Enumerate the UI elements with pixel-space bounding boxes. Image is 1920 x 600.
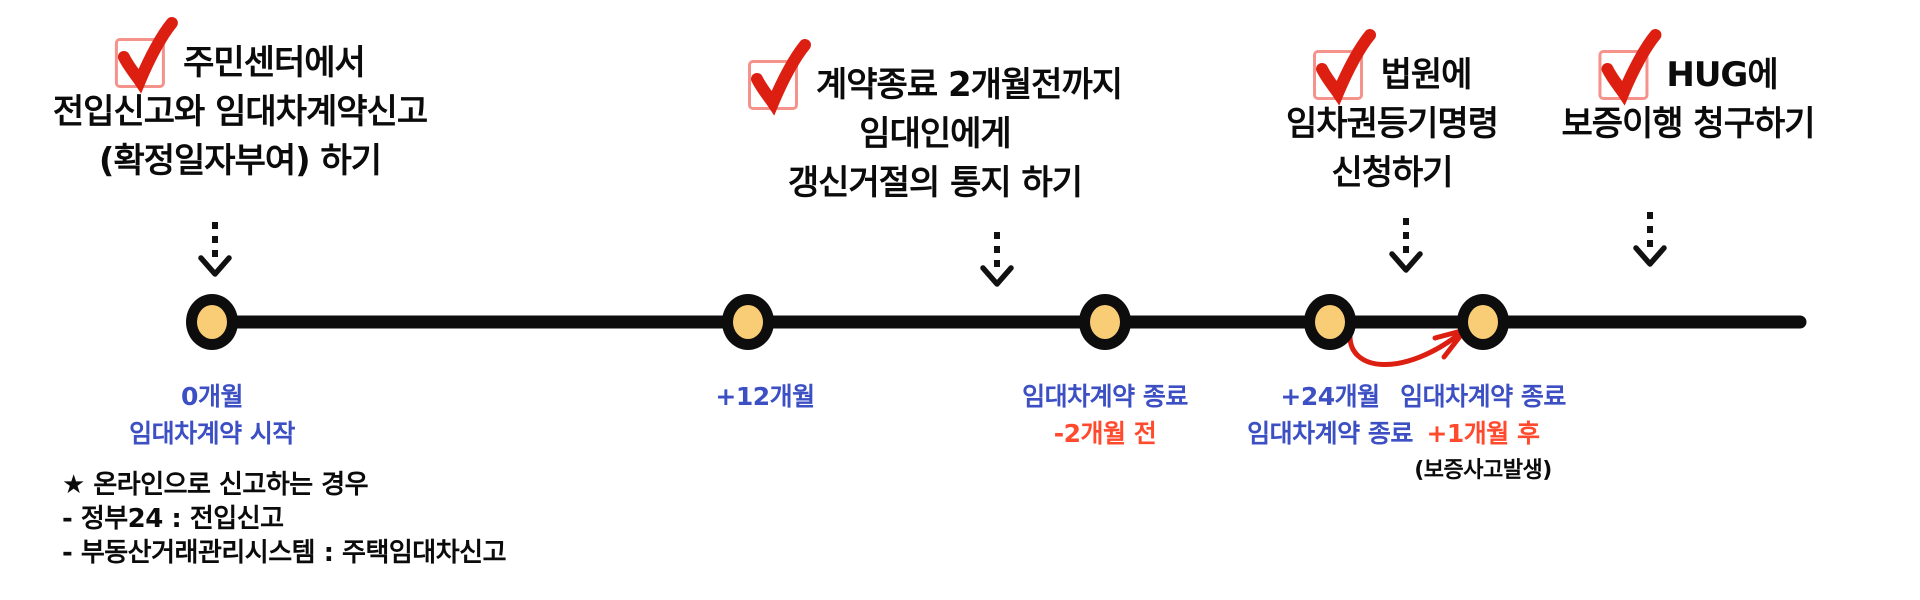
note-line-1: ★ 온라인으로 신고하는 경우 xyxy=(62,470,369,500)
checklist-2-line-3: 갱신거절의 통지 하기 xyxy=(787,163,1083,203)
node-label-3-offset: -2개월 전 xyxy=(1053,419,1157,448)
node-label-4-event: 임대차계약 종료 xyxy=(1247,419,1413,448)
checklist-block-3: 법원에 임차권등기명령 신청하기 xyxy=(1286,29,1499,198)
node-label-5-event: 임대차계약 종료 xyxy=(1400,382,1566,411)
checklist-4-line-2: 보증이행 청구하기 xyxy=(1561,104,1815,144)
dashed-arrow-1 xyxy=(198,222,232,277)
node-label-1: 0개월 임대차계약 시작 xyxy=(129,378,295,452)
checklist-3-line-2: 임차권등기명령 xyxy=(1286,104,1499,144)
dashed-arrow-2 xyxy=(980,232,1014,287)
timeline-node-5 xyxy=(1457,294,1509,350)
node-label-4: +24개월 임대차계약 종료 xyxy=(1247,378,1413,452)
node-label-3: 임대차계약 종료 -2개월 전 xyxy=(1022,378,1188,452)
checklist-4-line-1: HUG에 xyxy=(1666,54,1778,95)
node-label-5-offset: +1개월 후 xyxy=(1426,419,1540,448)
checkbox-icon xyxy=(115,17,179,94)
node-label-2: +12개월 xyxy=(715,378,815,415)
dashed-arrow-3 xyxy=(1389,218,1423,273)
note-line-3: - 부동산거래관리시스템 : 주택임대차신고 xyxy=(62,538,506,568)
checkbox-icon xyxy=(747,39,811,116)
checklist-1-line-1: 주민센터에서 xyxy=(183,42,366,83)
checklist-2-line-2: 임대인에게 xyxy=(859,114,1011,154)
timeline-node-1 xyxy=(186,294,238,350)
note-line-2: - 정부24 : 전입신고 xyxy=(62,504,284,534)
checklist-block-1: 주민센터에서 전입신고와 임대차계약신고 (확정일자부여) 하기 xyxy=(52,17,428,186)
red-curved-arrow xyxy=(1347,327,1468,367)
node-label-1-month: 0개월 xyxy=(181,382,243,411)
node-label-5: 임대차계약 종료 +1개월 후 (보증사고발생) xyxy=(1400,378,1566,489)
checklist-2-line-1: 계약종료 2개월전까지 xyxy=(815,64,1123,105)
timeline-node-4 xyxy=(1304,294,1356,350)
online-filing-note: ★ 온라인으로 신고하는 경우 - 정부24 : 전입신고 - 부동산거래관리시… xyxy=(62,468,506,570)
checklist-block-4: HUG에 보증이행 청구하기 xyxy=(1561,29,1816,149)
checklist-1-line-2: 전입신고와 임대차계약신고 xyxy=(52,92,428,132)
checklist-3-line-3: 신청하기 xyxy=(1331,153,1453,193)
node-label-4-month: +24개월 xyxy=(1280,382,1380,411)
timeline-node-2 xyxy=(722,294,774,350)
node-label-3-event: 임대차계약 종료 xyxy=(1022,382,1188,411)
checklist-1-line-3: (확정일자부여) 하기 xyxy=(98,141,382,181)
checklist-block-2: 계약종료 2개월전까지 임대인에게 갱신거절의 통지 하기 xyxy=(747,39,1123,208)
checkbox-icon xyxy=(1598,29,1662,106)
dashed-arrow-4 xyxy=(1633,212,1667,267)
node-label-1-event: 임대차계약 시작 xyxy=(129,419,295,448)
node-label-5-note: (보증사고발생) xyxy=(1414,458,1552,483)
timeline-node-3 xyxy=(1079,294,1131,350)
checklist-3-line-1: 법원에 xyxy=(1380,54,1473,95)
checkbox-icon xyxy=(1312,29,1376,106)
node-label-2-month: +12개월 xyxy=(715,382,815,411)
